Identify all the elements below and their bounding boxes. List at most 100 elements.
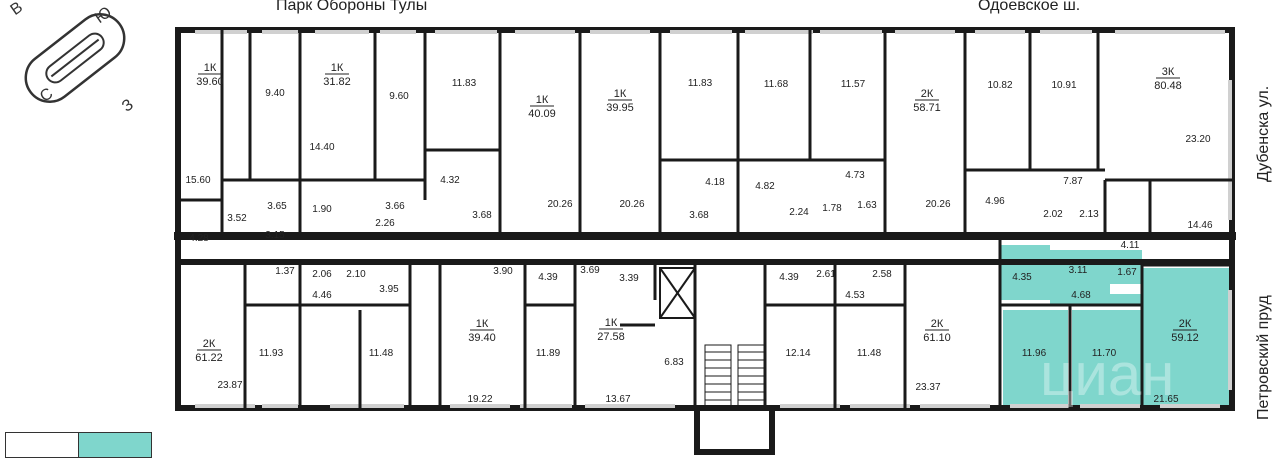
apartment-type: 2К — [921, 88, 934, 100]
compass-south: Ю — [92, 4, 115, 27]
room-area: 4.46 — [312, 290, 332, 301]
room-area: 3.95 — [379, 284, 399, 295]
apartment-area: 31.82 — [323, 76, 351, 88]
room-area: 2.02 — [1043, 209, 1063, 220]
room-labels: 1К 39.60 9.40 15.60 1К 31.82 9.60 14.40 11.83 1К 4… — [185, 62, 1212, 405]
room-area: 2.26 — [375, 218, 395, 229]
apartment-area: 58.71 — [913, 102, 941, 114]
elevator-shaft — [659, 267, 696, 319]
legend-swatch-selected — [78, 432, 152, 458]
room-area: 3.11 — [1069, 265, 1088, 276]
room-area: 1.67 — [1117, 267, 1137, 278]
room-area: 4.96 — [985, 196, 1005, 207]
room-area: 11.83 — [688, 78, 713, 89]
apartment-area: 59.12 — [1171, 332, 1199, 344]
room-area: 3.69 — [580, 265, 600, 276]
apartment-area: 61.22 — [195, 352, 223, 364]
room-area: 4.28 — [189, 233, 209, 244]
room-area: 11.68 — [764, 79, 789, 90]
room-area: 21.65 — [1153, 394, 1178, 405]
legend-swatch-available — [5, 432, 79, 458]
room-area: 4.53 — [845, 290, 865, 301]
room-area: 14.46 — [1187, 220, 1212, 231]
apartment-area: 61.10 — [923, 332, 951, 344]
apartment-area: 39.95 — [606, 102, 634, 114]
room-area: 20.26 — [925, 199, 950, 210]
room-area: 4.18 — [705, 177, 725, 188]
room-area: 23.87 — [217, 380, 242, 391]
room-area: 11.57 — [841, 79, 866, 90]
room-area: 4.82 — [755, 181, 775, 192]
apartment-type: 2К — [931, 318, 944, 330]
room-area: 3.65 — [267, 201, 287, 212]
highlighted-apartment[interactable] — [1000, 245, 1230, 405]
room-area: 3.68 — [689, 210, 709, 221]
room-area: 2.24 — [789, 207, 809, 218]
room-area: 2.61 — [816, 269, 836, 280]
apartment-area: 80.48 — [1154, 80, 1182, 92]
room-area: 13.67 — [605, 394, 630, 405]
apartment-area: 27.58 — [597, 331, 625, 343]
windows-bottom — [195, 404, 1220, 408]
room-area: 19.22 — [467, 394, 492, 405]
room-area: 4.39 — [538, 272, 558, 283]
room-area: 9.40 — [265, 88, 285, 99]
room-area: 20.26 — [547, 199, 572, 210]
room-area: 11.96 — [1022, 348, 1047, 359]
room-area: 3.52 — [227, 213, 247, 224]
room-area: 10.82 — [987, 80, 1012, 91]
apartment-area: 39.40 — [468, 332, 496, 344]
room-area: 10.91 — [1051, 80, 1076, 91]
room-area: 1.78 — [822, 203, 842, 214]
room-area: 4.68 — [1071, 290, 1091, 301]
room-area: 2.13 — [1079, 209, 1099, 220]
room-area: 2.10 — [346, 269, 366, 280]
room-area: 11.70 — [1092, 348, 1117, 359]
room-area: 11.89 — [536, 348, 561, 359]
apartment-type: 1К — [605, 317, 618, 329]
room-area: 12.14 — [785, 348, 810, 359]
compass-east: В — [8, 0, 26, 19]
room-area: 3.66 — [385, 201, 405, 212]
apartment-area: 39.60 — [196, 76, 224, 88]
room-area: 11.93 — [259, 348, 284, 359]
room-area: 11.48 — [369, 348, 394, 359]
compass-west: З — [119, 96, 137, 115]
windows-top — [195, 30, 1225, 34]
room-area: 11.83 — [452, 78, 477, 89]
room-area: 6.83 — [664, 357, 684, 368]
apartment-type: 1К — [331, 62, 344, 74]
apartment-type: 1К — [476, 318, 489, 330]
room-area: 3.39 — [619, 273, 639, 284]
apartment-type: 1К — [614, 88, 627, 100]
apartment-type: 2К — [1179, 318, 1192, 330]
apartment-type: 2К — [203, 338, 216, 350]
apartment-area: 40.09 — [528, 108, 556, 120]
room-area: 9.60 — [389, 91, 409, 102]
room-area: 14.40 — [309, 142, 334, 153]
room-area: 4.11 — [1121, 240, 1140, 251]
interior-walls — [178, 30, 1232, 408]
windows-right — [1228, 80, 1232, 390]
room-area: 4.73 — [845, 170, 865, 181]
apartment-type: 1К — [536, 94, 549, 106]
room-area: 4.32 — [440, 175, 460, 186]
room-area: 3.90 — [493, 266, 513, 277]
room-area: 1.63 — [857, 200, 877, 211]
room-area: 1.37 — [275, 266, 295, 277]
apartment-type: 3К — [1162, 66, 1175, 78]
compass-icon: В Ю С З — [8, 0, 137, 116]
room-area: 23.37 — [915, 382, 940, 393]
room-area: 7.87 — [1063, 176, 1083, 187]
room-area: 2.58 — [872, 269, 892, 280]
room-area: 4.39 — [779, 272, 799, 283]
apartment-type: 1К — [204, 62, 217, 74]
watermark: циан — [1040, 341, 1174, 408]
stairs — [704, 344, 765, 408]
room-area: 15.60 — [185, 175, 210, 186]
room-area: 3.68 — [472, 210, 492, 221]
room-area: 3.15 — [265, 230, 285, 241]
room-area: 4.35 — [1012, 272, 1032, 283]
room-area: 23.20 — [1185, 134, 1210, 145]
